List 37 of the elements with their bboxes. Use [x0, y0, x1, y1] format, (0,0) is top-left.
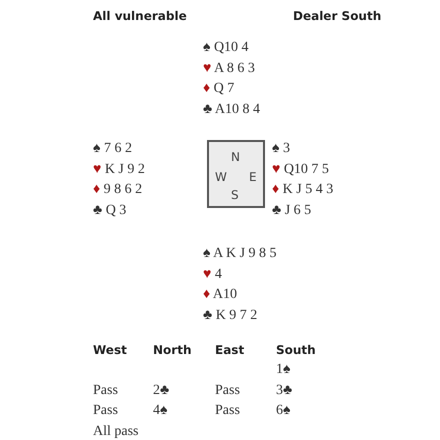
- suit-holding: ♦ K J 5 4 3: [272, 182, 334, 198]
- vulnerability-note: All vulnerable: [93, 8, 187, 24]
- bid: 1♠: [276, 362, 290, 378]
- compass-box: [207, 140, 265, 208]
- suit-holding: ♦ 9 8 6 2: [93, 182, 142, 198]
- auction-heading: North: [153, 342, 192, 358]
- suit-holding: ♦ Q 7: [203, 81, 234, 97]
- compass-letter: W: [215, 170, 227, 184]
- bid: Pass: [215, 383, 240, 399]
- bid: 4♠: [153, 403, 168, 419]
- suit-holding: ♣ J 6 5: [272, 202, 312, 218]
- bid: 3♣: [276, 383, 292, 399]
- suit-holding: ♣ K 9 7 2: [203, 308, 258, 324]
- suit-holding: ♥ K J 9 2: [93, 162, 145, 178]
- suit-holding: ♠ 3: [272, 141, 290, 157]
- suit-holding: ♥ Q10 7 5: [272, 162, 329, 178]
- compass-letter: N: [231, 150, 240, 164]
- auction-heading: South: [276, 342, 316, 358]
- auction-heading: East: [215, 342, 244, 358]
- suit-holding: ♥ A 8 6 3: [203, 60, 255, 76]
- auction-heading: West: [93, 342, 127, 358]
- suit-holding: ♠ A K J 9 8 5: [203, 246, 277, 262]
- bid: Pass: [215, 403, 240, 419]
- bid: 6♠: [276, 403, 290, 419]
- suit-holding: ♣ A10 8 4: [203, 102, 260, 118]
- suit-holding: ♠ Q10 4: [203, 40, 249, 56]
- suit-holding: ♠ 7 6 2: [93, 141, 132, 157]
- compass-letter: S: [231, 188, 239, 202]
- bid: Pass: [93, 383, 118, 399]
- bid: 2♣: [153, 383, 170, 399]
- bid: Pass: [93, 403, 118, 419]
- bid: All pass: [93, 424, 138, 440]
- suit-holding: ♦ A10: [203, 287, 237, 303]
- compass-letter: E: [249, 170, 257, 184]
- suit-holding: ♣ Q 3: [93, 202, 126, 218]
- dealer-note: Dealer South: [293, 8, 382, 24]
- suit-holding: ♥ 4: [203, 266, 222, 282]
